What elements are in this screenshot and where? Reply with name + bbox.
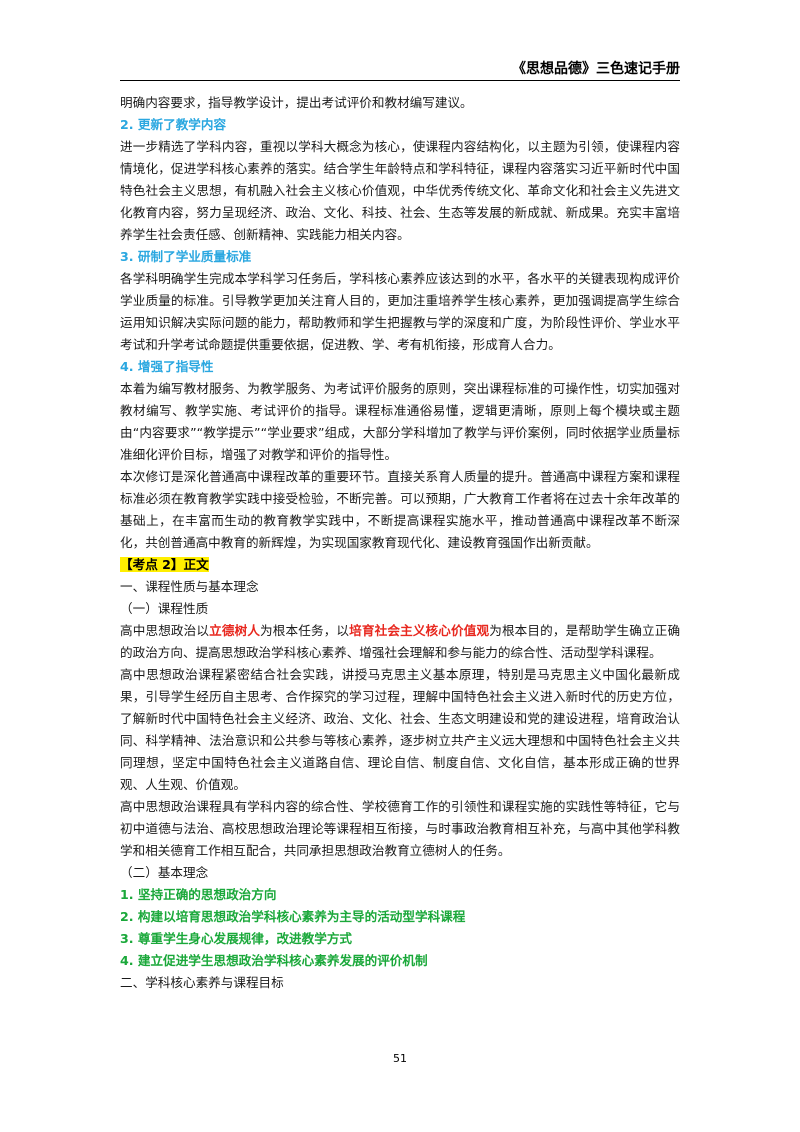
section-title: 二、学科核心素养与课程目标 <box>120 975 284 990</box>
paragraph: 进一步精选了学科内容，重视以学科大概念为核心，使课程内容结构化，以主题为引领，使… <box>120 139 680 242</box>
header-divider <box>120 80 680 81</box>
emphasis-text: 培育社会主义核心价值观 <box>349 623 490 638</box>
page-body: 明确内容要求，指导教学设计，提出考试评价和教材编写建议。 2. 更新了教学内容 … <box>120 92 680 994</box>
text-run: 高中思想政治以 <box>120 623 210 638</box>
principle-heading: 2. 构建以培育思想政治学科核心素养为主导的活动型学科课程 <box>120 909 466 924</box>
text-run: 为根本任务，以 <box>260 623 350 638</box>
section-heading: 4. 增强了指导性 <box>120 359 214 374</box>
section-title: 一、课程性质与基本理念 <box>120 579 259 594</box>
section-heading: 3. 研制了学业质量标准 <box>120 249 252 264</box>
paragraph: 各学科明确学生完成本学科学习任务后，学科核心素养应该达到的水平，各水平的关键表现… <box>120 271 680 352</box>
paragraph: 本次修订是深化普通高中课程改革的重要环节。直接关系育人质量的提升。普通高中课程方… <box>120 469 680 550</box>
paragraph: 本着为编写教材服务、为教学服务、为考试评价服务的原则，突出课程标准的可操作性，切… <box>120 381 680 462</box>
kaodian-label: 【考点 2】正文 <box>120 557 209 572</box>
principle-heading: 3. 尊重学生身心发展规律，改进教学方式 <box>120 931 353 946</box>
paragraph: 高中思想政治以立德树人为根本任务，以培育社会主义核心价值观为根本目的，是帮助学生… <box>120 620 680 664</box>
subsection-title: （一）课程性质 <box>120 601 209 616</box>
principle-heading: 4. 建立促进学生思想政治学科核心素养发展的评价机制 <box>120 953 428 968</box>
paragraph: 高中思想政治课程具有学科内容的综合性、学校德育工作的引领性和课程实施的实践性等特… <box>120 799 680 858</box>
section-heading: 2. 更新了教学内容 <box>120 117 227 132</box>
kaodian-label-line: 【考点 2】正文 <box>120 554 680 576</box>
text-run: 为根本目的，是帮助学生确立正确的政治方向、提高思想政治学科核心素养、增强社会理解… <box>120 623 681 660</box>
paragraph: 明确内容要求，指导教学设计，提出考试评价和教材编写建议。 <box>120 95 473 110</box>
subsection-title: （二）基本理念 <box>120 865 209 880</box>
emphasis-text: 立德树人 <box>209 623 261 638</box>
page-number: 51 <box>393 1052 407 1065</box>
document-header-title: 《思想品德》三色速记手册 <box>512 61 680 77</box>
paragraph: 高中思想政治课程紧密结合社会实践，讲授马克思主义基本原理，特别是马克思主义中国化… <box>120 667 680 792</box>
principle-heading: 1. 坚持正确的思想政治方向 <box>120 887 277 902</box>
